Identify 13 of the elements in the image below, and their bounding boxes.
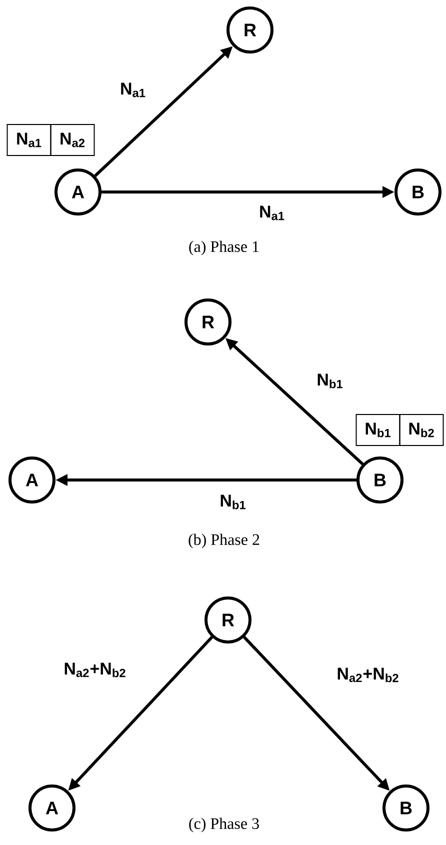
caption: (c) Phase 3: [189, 818, 259, 832]
caption: (b) Phase 2: [188, 534, 260, 548]
edge-label: N$_{b1}$: [218, 494, 248, 510]
packet-box: N$_{a1}$: [6, 124, 52, 156]
edge-label: N$_{b1}$: [316, 372, 344, 390]
packet-box: N$_{a2}$: [50, 124, 95, 156]
edge-label: N$_{a2}$+N$_{b2}$: [62, 662, 128, 678]
edge-label: N$_{a1}$: [119, 82, 147, 98]
packet-box: N$_{b1}$: [356, 414, 400, 446]
edge-label: N$_{a1}$: [258, 204, 286, 222]
packet-box: N$_{b2}$: [399, 414, 444, 446]
edge-label: N$_{a2}$+N$_{b2}$: [336, 666, 400, 684]
caption: (a) Phase 1: [189, 240, 259, 256]
